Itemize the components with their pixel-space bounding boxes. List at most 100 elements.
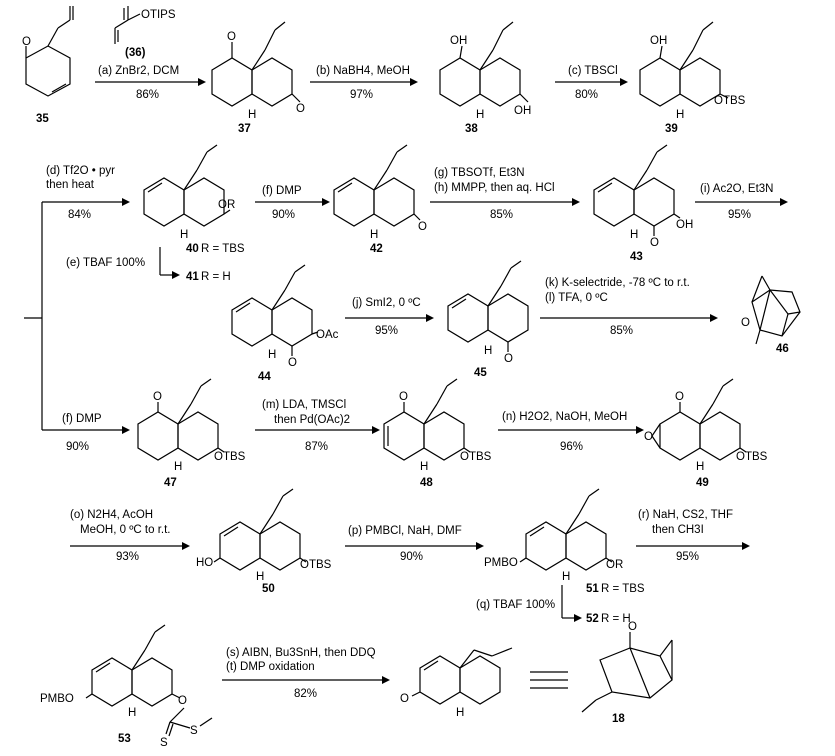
svg-text:OTBS: OTBS (300, 559, 332, 571)
step-q-text: (q) TBAF 100% (476, 599, 555, 611)
r41: R = H (201, 271, 231, 283)
step-m-yield: 87% (305, 441, 328, 453)
compound-46-label: 46 (776, 343, 789, 355)
svg-text:OH: OH (514, 105, 531, 117)
svg-text:H: H (256, 571, 264, 583)
step-c-yield: 80% (575, 89, 598, 101)
compound-36-label: (36) (125, 47, 146, 59)
svg-text:H: H (370, 229, 378, 241)
step-b-yield: 97% (350, 89, 373, 101)
svg-text:H: H (174, 461, 182, 473)
compound-50-label: 50 (262, 583, 275, 595)
svg-text:O: O (650, 237, 659, 249)
step-d-yield: 84% (68, 209, 91, 221)
svg-text:PMBO: PMBO (40, 693, 74, 705)
svg-text:O: O (288, 357, 297, 369)
step-f1-yield: 90% (272, 209, 295, 221)
svg-text:H: H (268, 349, 276, 361)
svg-text:O: O (178, 695, 187, 707)
structure-48: O OTBS H (383, 378, 492, 473)
step-i-text: (i) Ac2O, Et3N (700, 183, 774, 195)
compound-49-label: 49 (696, 477, 709, 489)
svg-text:H: H (630, 229, 638, 241)
structure-18-flat: O H (400, 647, 513, 719)
structure-39: OH OTBS H (639, 21, 746, 121)
compound-52-label: 52 (586, 613, 599, 625)
structure-42: O H (333, 144, 427, 241)
step-r-yield: 95% (676, 551, 699, 563)
compound-48-label: 48 (420, 477, 433, 489)
compound-43-label: 43 (630, 251, 643, 263)
compound-53-label: 53 (118, 733, 131, 745)
step-r-line1: (r) NaH, CS2, THF (638, 509, 733, 521)
svg-text:H: H (484, 345, 492, 357)
compound-37-label: 37 (238, 123, 251, 135)
structure-51: PMBO OR H (484, 488, 623, 583)
r52: R = H (601, 613, 631, 625)
svg-text:S: S (190, 725, 198, 737)
r51: R = TBS (601, 583, 645, 595)
compound-42-label: 42 (370, 243, 383, 255)
svg-text:OH: OH (676, 219, 693, 231)
step-r-line2: then CH3I (652, 524, 704, 536)
structure-45: O H (447, 260, 529, 365)
svg-text:O: O (227, 31, 236, 43)
step-s-line2: (t) DMP oxidation (226, 661, 315, 673)
svg-text:O: O (399, 391, 408, 403)
structure-35: O (22, 6, 74, 97)
svg-text:O: O (628, 621, 637, 633)
step-e-text: (e) TBAF 100% (66, 257, 145, 269)
step-k-line1: (k) K-selectride, -78 ºC to r.t. (545, 277, 690, 289)
label-O: O (22, 36, 31, 48)
svg-text:O: O (418, 221, 427, 233)
step-o-yield: 93% (116, 551, 139, 563)
step-a-text: (a) ZnBr2, DCM (98, 65, 179, 77)
svg-text:H: H (476, 109, 484, 121)
step-m-line1: (m) LDA, TMSCl (262, 399, 346, 411)
svg-text:O: O (644, 431, 653, 443)
step-k-line2: (l) TFA, 0 ºC (545, 292, 608, 304)
structure-43: O OH H (593, 144, 693, 249)
step-p-text: (p) PMBCl, NaH, DMF (348, 525, 462, 537)
svg-text:H: H (420, 461, 428, 473)
svg-text:H: H (180, 229, 188, 241)
step-s-yield: 82% (294, 688, 317, 700)
step-d-line2: then heat (46, 179, 95, 191)
svg-text:OTBS: OTBS (460, 451, 492, 463)
compound-44-label: 44 (258, 371, 271, 383)
svg-text:HO: HO (196, 557, 213, 569)
step-p-yield: 90% (400, 551, 423, 563)
svg-text:OH: OH (650, 35, 667, 47)
svg-text:H: H (696, 461, 704, 473)
step-j-yield: 95% (375, 325, 398, 337)
step-s-line1: (s) AIBN, Bu3SnH, then DDQ (226, 647, 376, 659)
svg-text:OTBS: OTBS (714, 95, 746, 107)
structure-40: OR H (143, 144, 235, 241)
r40: R = TBS (201, 243, 245, 255)
structure-44: O OAc H (231, 264, 339, 369)
compound-39-label: 39 (665, 123, 678, 135)
step-g-line1: (g) TBSOTf, Et3N (434, 167, 525, 179)
step-j-text: (j) SmI2, 0 ºC (352, 297, 421, 309)
svg-text:H: H (128, 707, 136, 719)
svg-text:H: H (562, 571, 570, 583)
step-n-yield: 96% (560, 441, 583, 453)
step-o-line1: (o) N2H4, AcOH (70, 509, 153, 521)
step-o-line2: MeOH, 0 ºC to r.t. (80, 524, 170, 536)
svg-text:O: O (296, 103, 305, 115)
structure-49: O O OTBS H (644, 378, 768, 473)
step-i-yield: 95% (728, 209, 751, 221)
svg-text:OR: OR (218, 199, 235, 211)
svg-text:OTBS: OTBS (736, 451, 768, 463)
step-f2-text: (f) DMP (62, 413, 102, 425)
structure-46: O (741, 275, 801, 345)
step-c-text: (c) TBSCl (568, 65, 618, 77)
svg-text:O: O (741, 317, 750, 329)
step-d-line1: (d) Tf2O • pyr (46, 165, 115, 177)
svg-text:O: O (153, 391, 162, 403)
step-n-text: (n) H2O2, NaOH, MeOH (502, 411, 627, 423)
structure-18-3d: O (581, 621, 673, 713)
svg-text:S: S (160, 737, 168, 749)
structure-36: OTIPS (114, 6, 176, 44)
compound-40-label: 40 (186, 243, 199, 255)
